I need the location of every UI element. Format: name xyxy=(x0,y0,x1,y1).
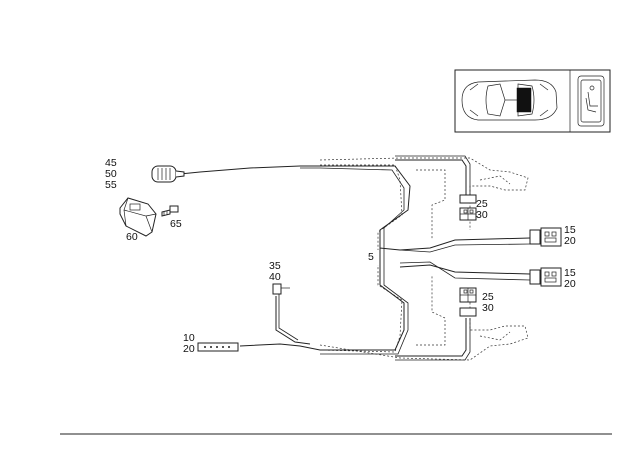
main-harness xyxy=(179,155,531,361)
floor-outline-dashed xyxy=(319,157,529,361)
callout-55: 55 xyxy=(105,179,117,191)
component-25-30-upper xyxy=(459,194,477,221)
callout-30-lower: 30 xyxy=(482,302,494,314)
callout-50: 50 xyxy=(105,168,117,180)
callout-20-lower: 20 xyxy=(564,278,576,290)
callout-labels: 45 50 55 60 65 35 40 10 20 5 25 30 15 20… xyxy=(105,157,576,355)
car-top-view-icon xyxy=(461,79,558,121)
seat-icon xyxy=(577,75,605,127)
callout-25-upper: 25 xyxy=(476,198,488,210)
plug-10-20 xyxy=(197,342,239,352)
callout-20-upper: 20 xyxy=(564,235,576,247)
connector-15-20-upper xyxy=(529,227,562,247)
callout-45: 45 xyxy=(105,157,117,169)
callout-10: 10 xyxy=(183,332,195,344)
callout-15-upper: 15 xyxy=(564,224,576,236)
callout-15-lower: 15 xyxy=(564,267,576,279)
connector-45-50-55 xyxy=(151,165,185,183)
callout-65: 65 xyxy=(170,218,182,230)
callout-40: 40 xyxy=(269,271,281,283)
callout-25-lower: 25 xyxy=(482,291,494,303)
sensor-35-40 xyxy=(272,283,290,295)
callout-30-upper: 30 xyxy=(476,209,488,221)
connector-15-20-lower xyxy=(529,267,562,287)
control-module-60 xyxy=(119,197,157,237)
screw-65 xyxy=(161,205,179,217)
callout-35: 35 xyxy=(269,260,281,272)
component-25-30-lower xyxy=(459,287,477,317)
callout-20-plug: 20 xyxy=(183,343,195,355)
vehicle-locator-inset xyxy=(454,69,611,133)
callout-5: 5 xyxy=(368,251,374,263)
callout-60: 60 xyxy=(126,231,138,243)
